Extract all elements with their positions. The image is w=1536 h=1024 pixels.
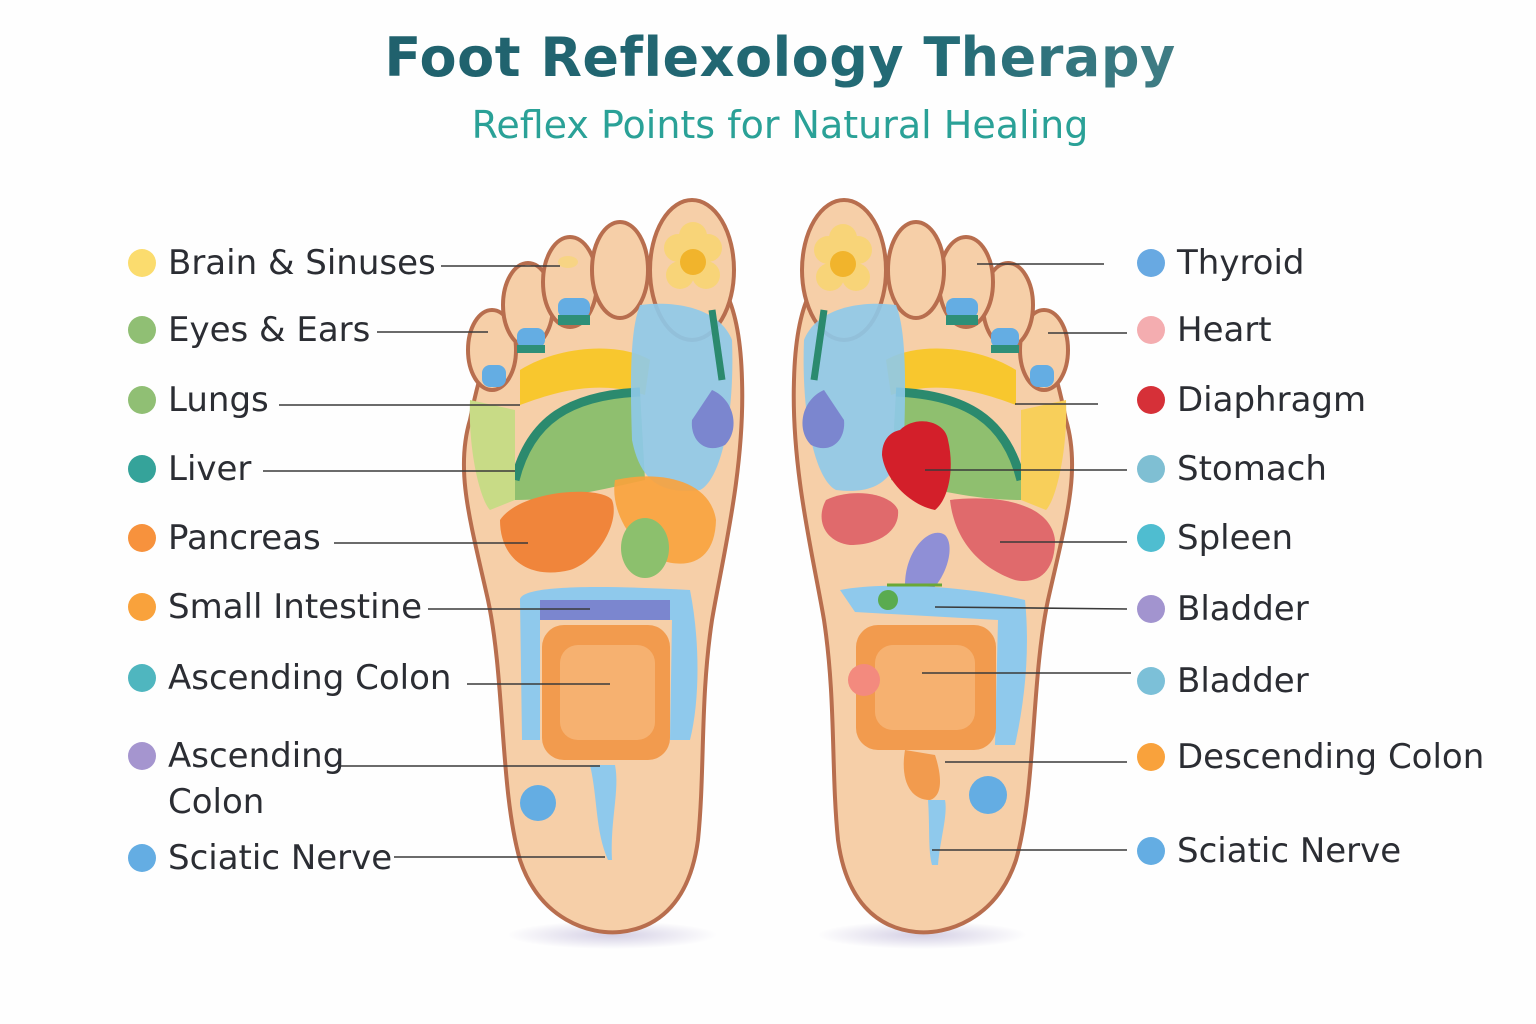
label-lungs: Lungs xyxy=(128,377,269,423)
sciatic-nerve-right-dot-icon xyxy=(1137,837,1165,865)
small-intestine-dot-icon xyxy=(128,593,156,621)
label-stomach: Stomach xyxy=(1137,446,1327,492)
heart-dot-icon xyxy=(1137,316,1165,344)
thyroid-dot-icon xyxy=(1137,249,1165,277)
label-diaphragm: Diaphragm xyxy=(1137,377,1366,423)
diaphragm-dot-icon xyxy=(1137,386,1165,414)
label-ascending-colon-2: Ascending Colon xyxy=(128,733,344,825)
brain-sinuses-dot-icon xyxy=(128,249,156,277)
label-heart: Heart xyxy=(1137,307,1272,353)
stomach-dot-icon xyxy=(1137,455,1165,483)
label-bladder-2: Bladder xyxy=(1137,658,1309,704)
pancreas-dot-icon xyxy=(128,524,156,552)
label-pancreas: Pancreas xyxy=(128,515,321,561)
label-spleen: Spleen xyxy=(1137,515,1293,561)
right-foot xyxy=(791,198,1131,949)
label-sciatic-nerve-left: Sciatic Nerve xyxy=(128,835,392,881)
spleen-dot-icon xyxy=(1137,524,1165,552)
lungs-dot-icon xyxy=(128,386,156,414)
label-eyes-ears: Eyes & Ears xyxy=(128,307,370,353)
label-ascending-colon: Ascending Colon xyxy=(128,655,451,701)
liver-dot-icon xyxy=(128,455,156,483)
label-descending-colon: Descending Colon xyxy=(1137,734,1484,780)
label-brain-sinuses: Brain & Sinuses xyxy=(128,240,436,286)
descending-colon-dot-icon xyxy=(1137,743,1165,771)
label-sciatic-nerve-right: Sciatic Nerve xyxy=(1137,828,1401,874)
eyes-ears-dot-icon xyxy=(128,316,156,344)
label-thyroid: Thyroid xyxy=(1137,240,1305,286)
label-small-intestine: Small Intestine xyxy=(128,584,422,630)
bladder-dot-icon xyxy=(1137,595,1165,623)
sciatic-nerve-dot-icon xyxy=(128,844,156,872)
left-foot xyxy=(263,198,745,949)
page-subtitle: Reflex Points for Natural Healing xyxy=(471,103,1089,147)
bladder-2-dot-icon xyxy=(1137,667,1165,695)
ascending-colon-dot-icon xyxy=(128,664,156,692)
label-bladder: Bladder xyxy=(1137,586,1309,632)
page-title: Foot Reflexology Therapy xyxy=(0,26,1536,89)
label-liver: Liver xyxy=(128,446,251,492)
ascending-colon-2-dot-icon xyxy=(128,742,156,770)
